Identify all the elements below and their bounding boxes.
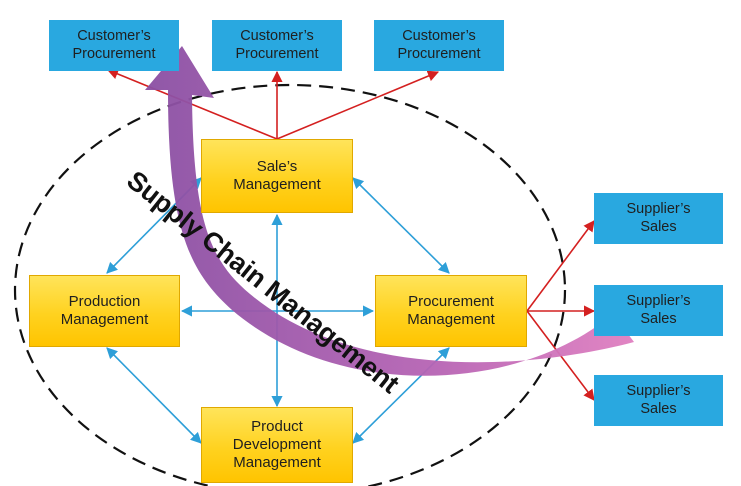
supplier-sales-box: Supplier’s Sales bbox=[594, 193, 723, 244]
link-supplier-1 bbox=[526, 220, 595, 312]
link-production-productdev bbox=[106, 347, 202, 444]
customer-procurement-box: Customer’s Procurement bbox=[374, 20, 504, 71]
supplier-sales-box: Supplier’s Sales bbox=[594, 285, 723, 336]
supply-chain-arc-arrow bbox=[145, 46, 634, 376]
procurement-management-box: Procurement Management bbox=[375, 275, 527, 347]
supplier-links bbox=[526, 220, 596, 401]
customer-procurement-box: Customer’s Procurement bbox=[49, 20, 179, 71]
link-customer-1 bbox=[106, 68, 278, 140]
supplier-sales-box: Supplier’s Sales bbox=[594, 375, 723, 426]
supply-chain-boundary bbox=[13, 83, 567, 486]
sales-management-box: Sale’s Management bbox=[201, 139, 353, 213]
product-development-management-box: Product Development Management bbox=[201, 407, 353, 483]
customer-links bbox=[106, 68, 440, 140]
customer-procurement-box: Customer’s Procurement bbox=[212, 20, 342, 71]
link-sales-procurement bbox=[352, 177, 450, 274]
link-customer-3 bbox=[276, 70, 440, 140]
internal-links bbox=[106, 177, 450, 444]
production-management-box: Production Management bbox=[29, 275, 180, 347]
